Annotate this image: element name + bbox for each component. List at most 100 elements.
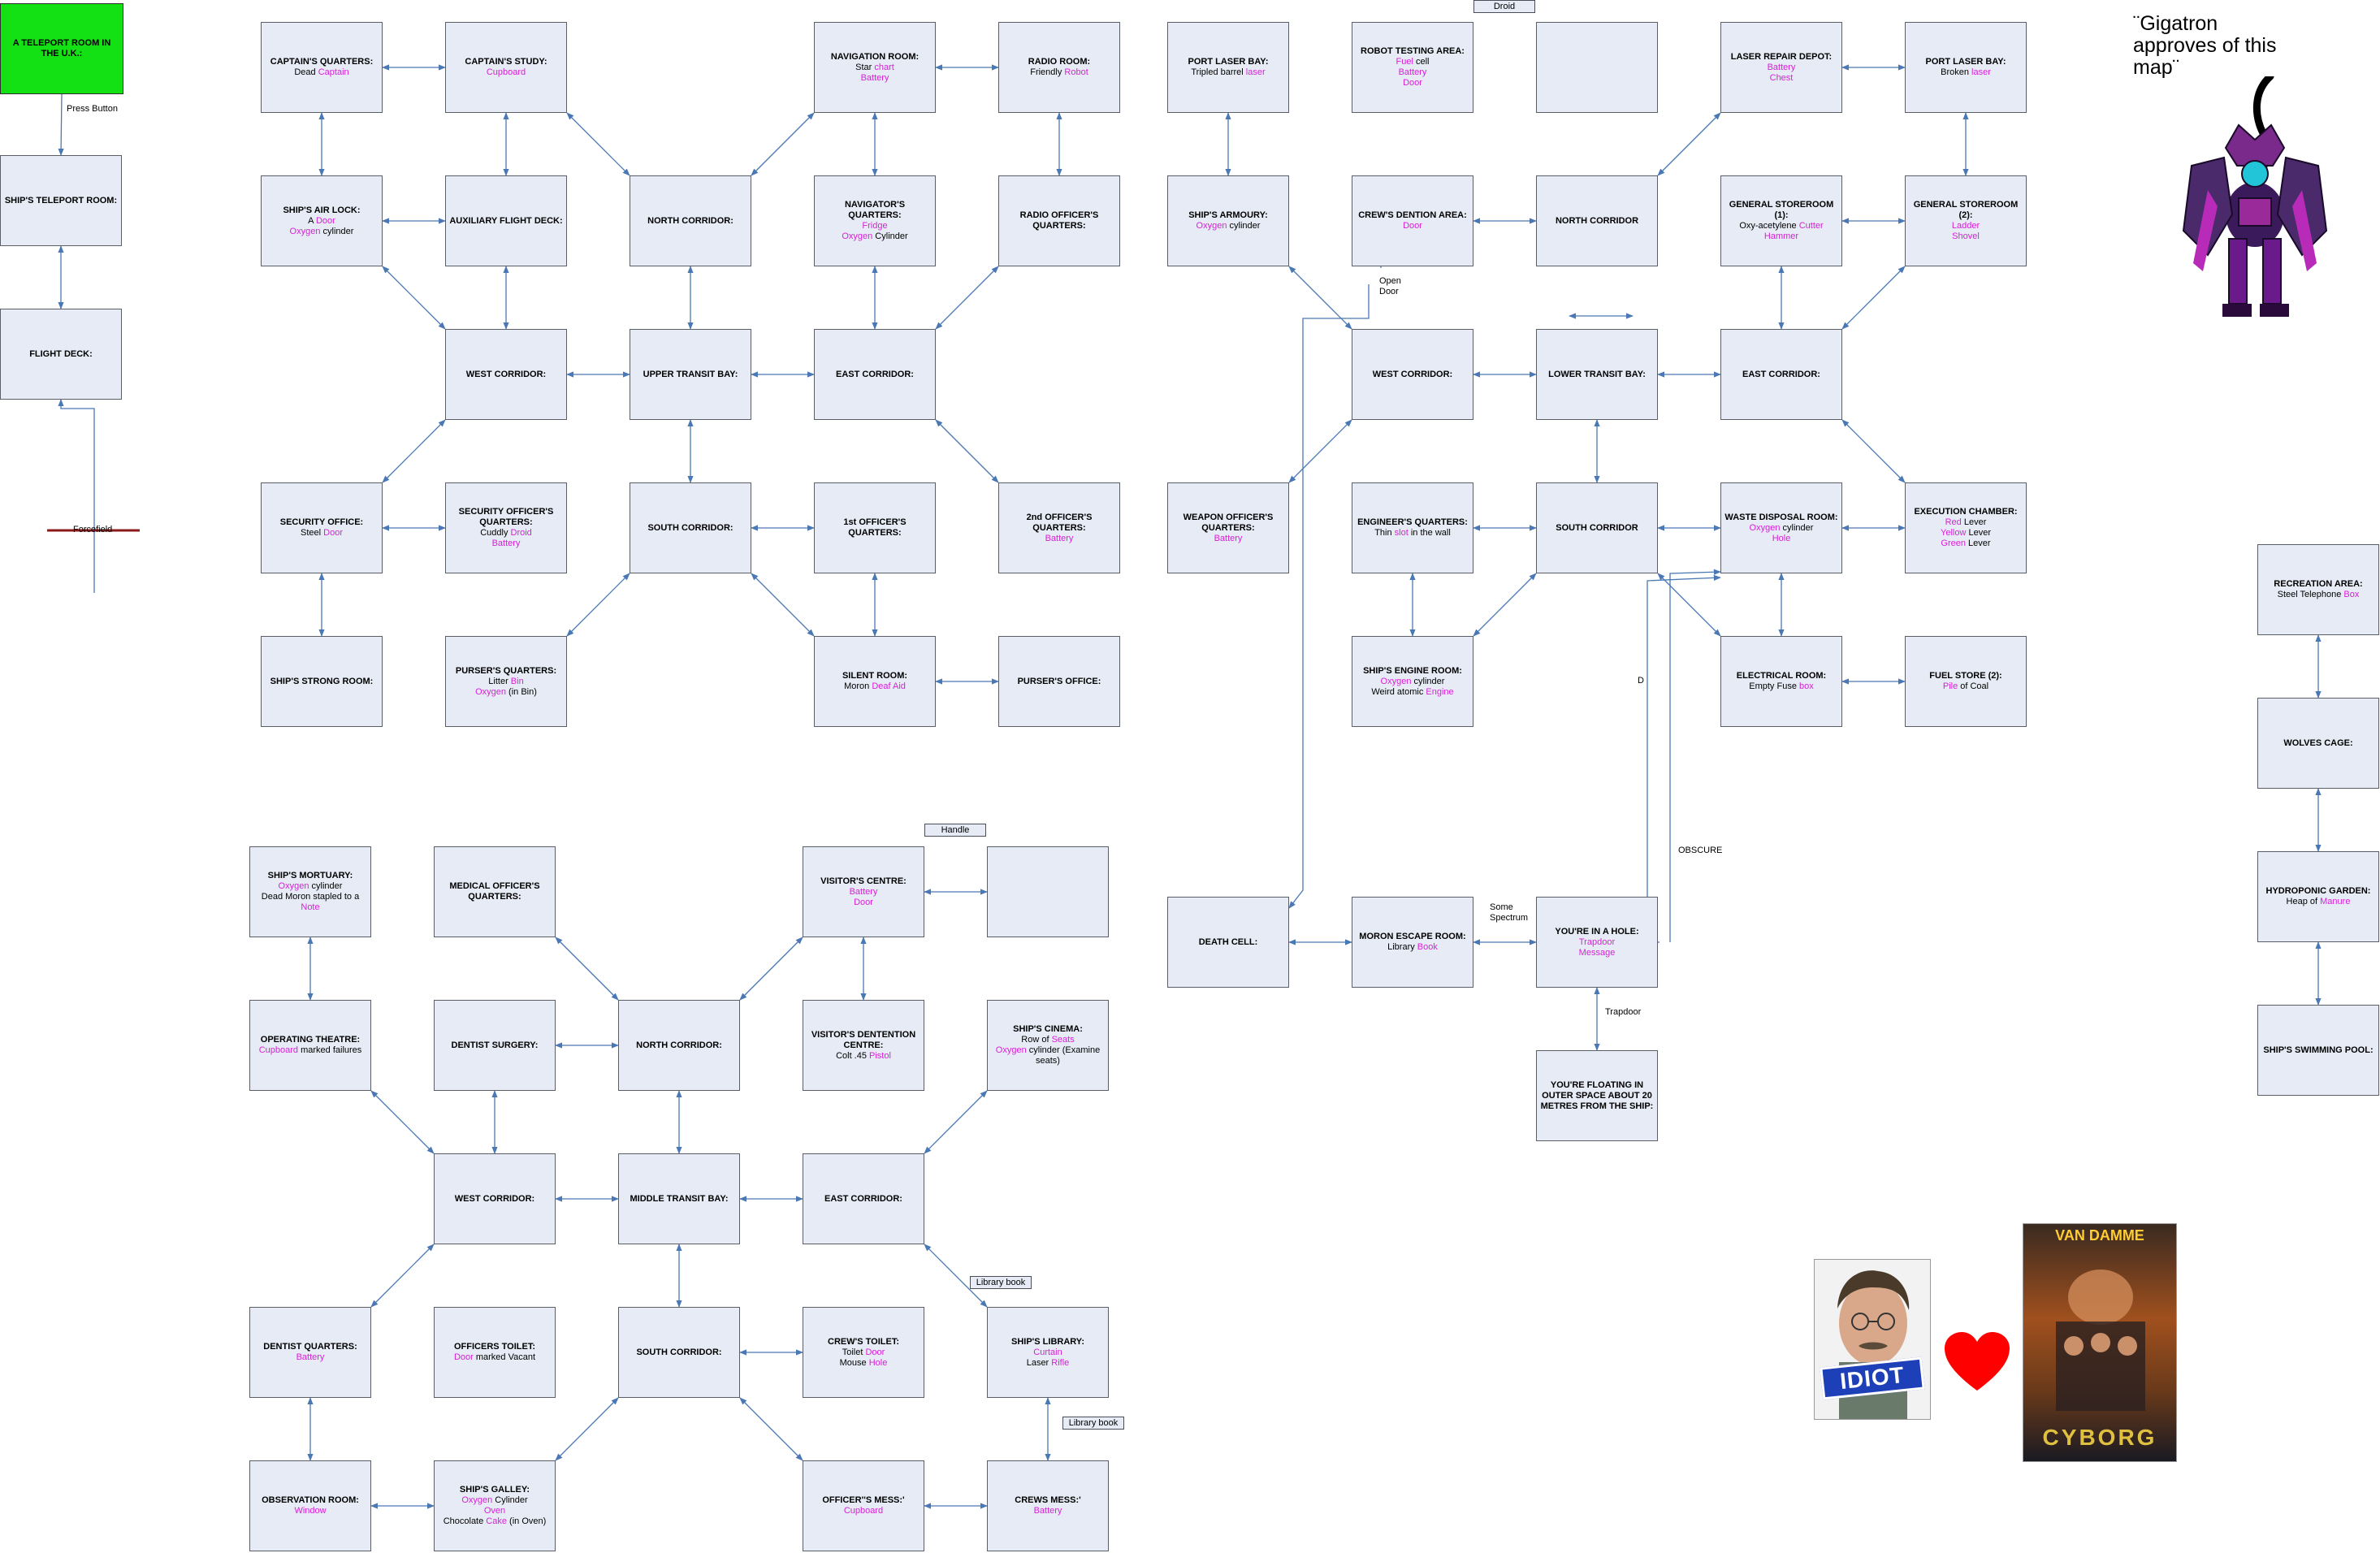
item-name: Battery	[1214, 533, 1243, 543]
item-name: Engine	[1426, 686, 1454, 697]
item-name: Deaf Aid	[872, 681, 906, 691]
room-name: RECREATION AREA:	[2274, 579, 2363, 589]
room-contents-line: Broken laser	[1941, 67, 1991, 78]
connector	[370, 1090, 435, 1154]
item-text: Mouse	[839, 1357, 869, 1368]
room-name: CAPTAIN'S QUARTERS:	[270, 57, 374, 67]
room-name: LOWER TRANSIT BAY:	[1548, 369, 1646, 379]
room-floating: YOU'RE FLOATING IN OUTER SPACE ABOUT 20 …	[1536, 1050, 1658, 1141]
room-contents-line: Battery	[861, 73, 889, 84]
room-upper-transit-bay: UPPER TRANSIT BAY:	[630, 329, 751, 420]
room-name: VISITOR'S DENTENTION CENTRE:	[811, 1029, 916, 1050]
room-contents-line: Chocolate Cake (in Oven)	[444, 1516, 547, 1527]
idiot-photo: IDIOT	[1814, 1259, 1931, 1420]
room-contents-line: Litter Bin	[488, 677, 523, 687]
item-text: Tripled barrel	[1191, 67, 1246, 77]
room-name: ELECTRICAL ROOM:	[1736, 671, 1827, 681]
item-name: Battery	[491, 539, 521, 548]
item-name: Oxygen	[1380, 676, 1412, 686]
room-name: SHIP'S SWIMMING POOL:	[2263, 1045, 2374, 1055]
room-name: ROBOT TESTING AREA:	[1361, 46, 1465, 56]
room-contents-line: Battery	[1034, 1506, 1062, 1516]
connector	[566, 573, 630, 637]
room-blank-2	[987, 846, 1109, 937]
room-contents-line: Oxygen cylinder	[279, 881, 343, 892]
item-text: Star	[855, 62, 875, 72]
room-name: NORTH CORRIDOR:	[647, 215, 733, 226]
room-name: LASER REPAIR DEPOT:	[1730, 51, 1833, 62]
connector	[1657, 112, 1721, 176]
room-contents-line: Library Book	[1387, 942, 1438, 953]
room-contents-line: Steel Telephone Box	[2278, 590, 2360, 600]
item-name: Cupboard	[258, 1045, 299, 1055]
connector	[382, 419, 446, 483]
room-name: OFFICER''S MESS:'	[822, 1495, 905, 1505]
connector	[751, 573, 815, 637]
connector	[566, 112, 630, 176]
room-contents-line: Oxygen Cylinder	[842, 231, 907, 242]
item-text: Laser	[1026, 1357, 1052, 1368]
item-name: Oven	[483, 1506, 506, 1516]
connector	[382, 266, 446, 330]
item-name: Battery	[1398, 67, 1427, 77]
room-name: SHIP'S LIBRARY:	[1010, 1336, 1084, 1347]
item-name: Chest	[1769, 72, 1794, 83]
item-name: Window	[294, 1506, 327, 1516]
item-name: Door	[1403, 221, 1422, 231]
item-text: Steel	[301, 528, 324, 538]
item-text: cylinder	[1411, 676, 1445, 686]
room-name: DENTIST QUARTERS:	[263, 1342, 357, 1352]
room-death-cell: DEATH CELL:	[1167, 897, 1289, 988]
room-contents-line: A Door	[308, 216, 335, 227]
item-name: Droid	[510, 528, 532, 538]
poster-brand: VAN DAMME	[2055, 1227, 2144, 1244]
room-name: YOU'RE IN A HOLE:	[1555, 926, 1639, 937]
item-text: cylinder	[309, 881, 343, 891]
room-fuel-store-2: FUEL STORE (2):Pile of Coal	[1905, 636, 2027, 727]
room-electrical-room: ELECTRICAL ROOM:Empty Fuse box	[1720, 636, 1842, 727]
room-contents-line: Door marked Vacant	[454, 1352, 535, 1363]
room-name: MIDDLE TRANSIT BAY:	[630, 1193, 729, 1204]
item-name: Oxygen	[289, 226, 321, 236]
room-crews-dention: CREW'S DENTION AREA:Door	[1352, 175, 1473, 266]
room-pursers-office: PURSER'S OFFICE:	[998, 636, 1120, 727]
item-name: Door	[315, 215, 335, 226]
cyborg-poster: VAN DAMME CYBORG	[2023, 1223, 2177, 1462]
room-contents-line: Note	[301, 902, 319, 913]
item-name: Battery	[860, 72, 889, 83]
room-contents-line: Oxygen cylinder	[1196, 221, 1261, 231]
item-text: Cylinder	[492, 1495, 528, 1505]
connector	[1288, 284, 1370, 909]
room-second-officers-quarters: 2nd OFFICER'S QUARTERS:Battery	[998, 482, 1120, 573]
room-name: SHIP'S TELEPORT ROOM:	[4, 195, 118, 205]
room-west-corridor-1: WEST CORRIDOR:	[445, 329, 567, 420]
item-name: laser	[1245, 67, 1266, 77]
tag-library-book-1: Library book	[970, 1276, 1032, 1289]
item-name: Green	[1941, 539, 1966, 548]
item-name: Pistol	[869, 1050, 891, 1061]
item-name: Manure	[2320, 897, 2351, 906]
tag-handle: Handle	[924, 824, 986, 837]
room-name: WEAPON OFFICER'S QUARTERS:	[1183, 512, 1274, 533]
item-name: Hole	[868, 1357, 888, 1368]
room-contents-line: Cupboard	[844, 1506, 883, 1516]
item-text: of Coal	[1958, 681, 1989, 691]
room-teleport-uk: A TELEPORT ROOM IN THE U.K.:	[0, 3, 123, 94]
label-d-marker: D	[1638, 676, 1644, 686]
room-contents-line: Battery	[850, 887, 878, 898]
room-moron-escape: MORON ESCAPE ROOM:Library Book	[1352, 897, 1473, 988]
item-name: Message	[1578, 947, 1616, 958]
item-text: Thin	[1374, 528, 1395, 538]
item-text: in the wall	[1408, 528, 1451, 538]
tag-droid: Droid	[1473, 0, 1535, 13]
room-contents-line: Oxygen Cylinder	[461, 1495, 527, 1506]
room-silent-room: SILENT ROOM:Moron Deaf Aid	[814, 636, 936, 727]
room-contents-line: Oxy-acetylene Cutter	[1739, 221, 1823, 231]
item-name: Oxygen	[475, 686, 506, 697]
connector	[1657, 573, 1721, 637]
room-contents-line: Battery	[1045, 534, 1074, 544]
